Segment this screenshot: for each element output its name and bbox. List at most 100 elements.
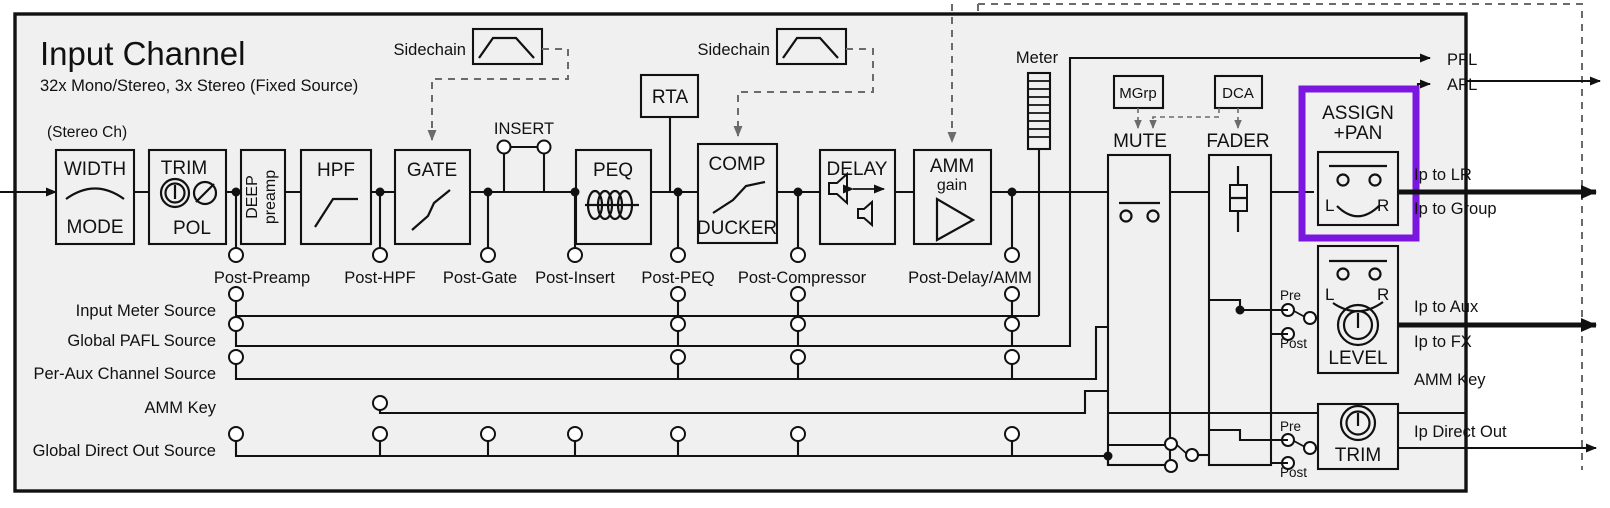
rail-label-amm-key: AMM Key bbox=[144, 399, 216, 417]
aux-switch-pole[interactable] bbox=[1303, 311, 1317, 325]
rail5-node-post-peq[interactable] bbox=[670, 426, 686, 442]
dca-label: DCA bbox=[1222, 85, 1254, 102]
rail3-node-post-preamp[interactable] bbox=[228, 349, 244, 365]
rail-label-input-meter-source: Input Meter Source bbox=[76, 302, 216, 320]
fader-slider-icon bbox=[1229, 166, 1248, 232]
block-label-mode: MODE bbox=[67, 217, 124, 238]
rail2-node-post-compressor[interactable] bbox=[790, 316, 806, 332]
output-label-afl: AFL bbox=[1447, 76, 1477, 94]
tap-node-post-insert[interactable] bbox=[567, 247, 583, 263]
rail3-node-post-delay-amm[interactable] bbox=[1004, 349, 1020, 365]
mute-bypass-pole[interactable] bbox=[1185, 448, 1199, 462]
dca-group[interactable]: DCA bbox=[1149, 74, 1264, 129]
rail2-node-post-peq[interactable] bbox=[670, 316, 686, 332]
direct-out-trim-label: TRIM bbox=[1335, 445, 1381, 466]
assign-pan-group[interactable]: ASSIGN +PAN L R bbox=[1298, 85, 1420, 242]
block-trim-pol[interactable]: TRIM POL bbox=[147, 148, 228, 246]
pan-control-icon[interactable] bbox=[1316, 150, 1400, 227]
assign-pan-highlight bbox=[1298, 85, 1420, 242]
gate-curve-icon bbox=[411, 189, 451, 231]
tap-label-post-preamp: Post-Preamp bbox=[214, 269, 310, 287]
rail5-node-post-preamp[interactable] bbox=[228, 426, 244, 442]
premute-node[interactable] bbox=[1164, 437, 1178, 451]
rail1-node-post-preamp[interactable] bbox=[228, 286, 244, 302]
mute-label: MUTE bbox=[1113, 131, 1167, 152]
postmute-node[interactable] bbox=[1164, 459, 1178, 473]
block-label-rta: RTA bbox=[652, 87, 689, 108]
rail3-node-post-peq[interactable] bbox=[670, 349, 686, 365]
rail1-node-post-compressor[interactable] bbox=[790, 286, 806, 302]
aux-level-module[interactable]: L R LEVEL bbox=[1316, 244, 1400, 375]
block-label-trim: TRIM bbox=[161, 158, 207, 179]
aux-pan-right-label: R bbox=[1377, 285, 1389, 304]
aux-level-knob-icon[interactable] bbox=[1336, 303, 1380, 347]
tap-stub-column-group bbox=[228, 187, 1020, 263]
rail2-node-post-preamp[interactable] bbox=[228, 316, 244, 332]
pre-mute-bypass-switch[interactable] bbox=[1103, 437, 1210, 473]
pfl-bus: PFL bbox=[1068, 51, 1601, 192]
rail1-node-post-peq[interactable] bbox=[670, 286, 686, 302]
aux-pre-post-switch[interactable]: Pre Post bbox=[1209, 288, 1318, 351]
aux-pan-left-label: L bbox=[1325, 285, 1334, 304]
output-label-ip-to-group: Ip to Group bbox=[1414, 200, 1497, 218]
tap-label-post-insert: Post-Insert bbox=[535, 269, 615, 287]
rail-amm-key[interactable]: AMM Key bbox=[144, 389, 1108, 417]
insert-return-node[interactable] bbox=[536, 139, 552, 155]
block-label-width: WIDTH bbox=[64, 159, 126, 180]
meter-group: Meter bbox=[1016, 49, 1059, 316]
amm-key-output: AMM Key bbox=[1108, 371, 1486, 415]
sidechain-comp-group[interactable]: Sidechain bbox=[698, 27, 874, 137]
insert-send-node[interactable] bbox=[496, 139, 512, 155]
fader-label: FADER bbox=[1206, 131, 1269, 152]
rail5-node-post-gate[interactable] bbox=[480, 426, 496, 442]
rail-global-direct-out-source[interactable]: Global Direct Out Source bbox=[33, 426, 1108, 460]
rail1-node-post-delay-amm[interactable] bbox=[1004, 286, 1020, 302]
rail-label-global-pafl-source: Global PAFL Source bbox=[67, 332, 216, 350]
block-deep-preamp[interactable]: DEEP preamp bbox=[239, 148, 287, 246]
rail5-node-post-insert[interactable] bbox=[567, 426, 583, 442]
block-rta[interactable]: RTA bbox=[639, 73, 700, 192]
tap-label-post-compressor: Post-Compressor bbox=[738, 269, 867, 287]
amplifier-triangle-icon bbox=[935, 197, 976, 242]
rail5-node-post-compressor[interactable] bbox=[790, 426, 806, 442]
block-peq[interactable]: PEQ bbox=[574, 148, 653, 246]
sidechain-comp-filter-icon bbox=[775, 27, 848, 66]
rail-per-aux-channel-source[interactable]: Per-Aux Channel Source bbox=[33, 325, 1108, 383]
stereo-channel-note: (Stereo Ch) bbox=[47, 124, 127, 141]
tap-node-post-gate[interactable] bbox=[480, 247, 496, 263]
page-title: Input Channel bbox=[40, 35, 246, 72]
rail2-node-post-delay-amm[interactable] bbox=[1004, 316, 1020, 332]
direct-out-trim-knob-icon[interactable] bbox=[1339, 404, 1377, 442]
block-label-delay: DELAY bbox=[827, 159, 888, 180]
block-mute[interactable] bbox=[1106, 153, 1172, 467]
rail5-node-post-hpf[interactable] bbox=[372, 426, 388, 442]
tap-node-post-compressor[interactable] bbox=[790, 247, 806, 263]
output-label-ip-to-aux: Ip to Aux bbox=[1414, 298, 1479, 316]
direct-out-trim-module[interactable]: TRIM bbox=[1316, 402, 1400, 471]
direct-switch-pole[interactable] bbox=[1303, 441, 1317, 455]
block-width-mode[interactable]: WIDTH MODE bbox=[54, 148, 136, 246]
pan-left-label: L bbox=[1325, 196, 1334, 215]
tap-node-post-preamp[interactable] bbox=[228, 247, 244, 263]
block-delay[interactable]: DELAY bbox=[818, 148, 897, 246]
tap-node-post-peq[interactable] bbox=[670, 247, 686, 263]
rail3-node-post-compressor[interactable] bbox=[790, 349, 806, 365]
rail-global-pafl-source[interactable]: Global PAFL Source bbox=[67, 192, 1072, 350]
insert-patch-point[interactable]: INSERT bbox=[494, 120, 554, 192]
block-comp-ducker[interactable]: COMP DUCKER bbox=[697, 142, 779, 245]
rail4-node-post-hpf[interactable] bbox=[372, 395, 388, 411]
tap-node-post-hpf[interactable] bbox=[372, 247, 388, 263]
direct-out-pre-post-switch[interactable]: Pre Post bbox=[1209, 419, 1318, 480]
block-hpf[interactable]: HPF bbox=[299, 148, 373, 246]
output-label-amm-key: AMM Key bbox=[1414, 371, 1486, 389]
tap-node-post-delay-amm[interactable] bbox=[1004, 247, 1020, 263]
meter-label: Meter bbox=[1016, 49, 1059, 67]
block-label-gate: GATE bbox=[407, 160, 457, 181]
mgrp-group[interactable]: MGrp bbox=[1112, 74, 1165, 129]
sidechain-gate-group[interactable]: Sidechain bbox=[394, 27, 569, 141]
block-amm-gain[interactable]: AMM gain bbox=[912, 148, 993, 246]
block-gate[interactable]: GATE bbox=[393, 148, 472, 246]
rail5-node-post-delay-amm[interactable] bbox=[1004, 426, 1020, 442]
output-label-ip-direct-out: Ip Direct Out bbox=[1414, 423, 1507, 441]
